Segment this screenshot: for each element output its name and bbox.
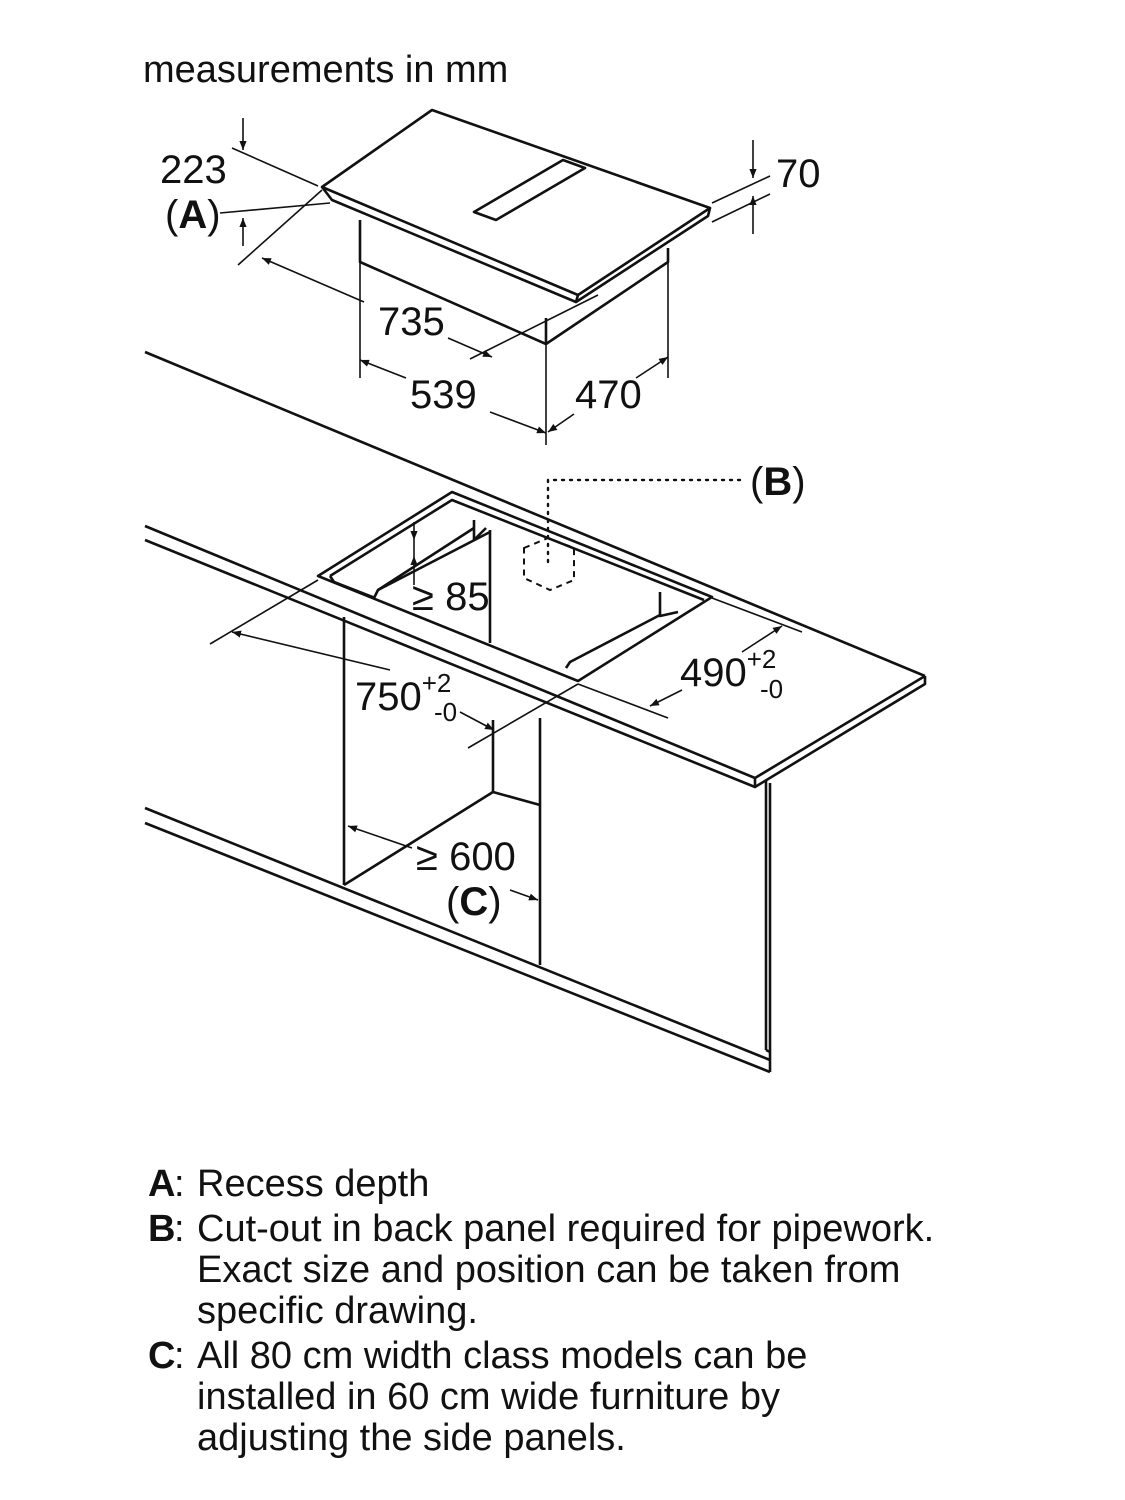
legend: A : Recess depth B : Cut-out in back pan… xyxy=(148,1164,1088,1463)
dim-539-label: 539 xyxy=(410,373,477,417)
legend-key: B xyxy=(148,1208,176,1250)
cabinet xyxy=(144,530,772,1074)
legend-item-b: B : Cut-out in back panel required for p… xyxy=(148,1209,1088,1332)
legend-item-a: A : Recess depth xyxy=(148,1164,1088,1205)
legend-text: Recess depth xyxy=(197,1163,430,1205)
dim-539: 539 xyxy=(359,262,547,445)
dim-223-label: 223 xyxy=(160,148,227,192)
dim-ge600-label: ≥ 600 xyxy=(416,835,516,879)
label-a: (A) xyxy=(165,193,221,237)
hob-glass-top xyxy=(320,108,712,297)
legend-key: A xyxy=(148,1163,176,1205)
legend-item-c: C : All 80 cm width class models can be … xyxy=(148,1336,1088,1459)
legend-text: Cut-out in back panel required for pipew… xyxy=(197,1208,935,1250)
dim-ge600: ≥ 600 (C) xyxy=(347,825,539,924)
pipework-cutout: (B) xyxy=(523,460,806,592)
dim-750-minus: -0 xyxy=(434,697,457,727)
dim-490-label: 490+2 xyxy=(680,644,776,695)
legend-text: Exact size and position can be taken fro… xyxy=(197,1249,901,1291)
dim-ge85-label: ≥ 85 xyxy=(412,575,490,619)
dim-750: 750+2 -0 xyxy=(209,579,579,749)
legend-text: adjusting the side panels. xyxy=(197,1417,626,1459)
dim-ge85: ≥ 85 xyxy=(410,522,490,619)
dim-470-label: 470 xyxy=(575,373,642,417)
label-c: (C) xyxy=(446,880,502,924)
dim-470: 470 xyxy=(547,262,669,433)
legend-text: All 80 cm width class models can be xyxy=(197,1335,808,1377)
vent-slot xyxy=(472,158,587,222)
dim-70: 70 xyxy=(711,140,821,234)
legend-text: installed in 60 cm wide furniture by xyxy=(197,1376,780,1418)
units-note: measurements in mm xyxy=(143,49,508,91)
dim-490: 490+2 -0 xyxy=(577,597,803,719)
worktop-cutout xyxy=(316,490,714,683)
dim-70-label: 70 xyxy=(776,152,821,196)
worktop xyxy=(144,350,927,789)
dim-490-minus: -0 xyxy=(760,674,783,704)
dim-735-label: 735 xyxy=(378,300,445,344)
legend-key: C xyxy=(148,1335,176,1377)
legend-text: specific drawing. xyxy=(197,1290,478,1332)
dim-735: 735 xyxy=(237,189,599,360)
dim-223: 223 (A) xyxy=(160,118,331,246)
label-b: (B) xyxy=(750,460,806,504)
dim-750-label: 750+2 xyxy=(355,668,451,719)
